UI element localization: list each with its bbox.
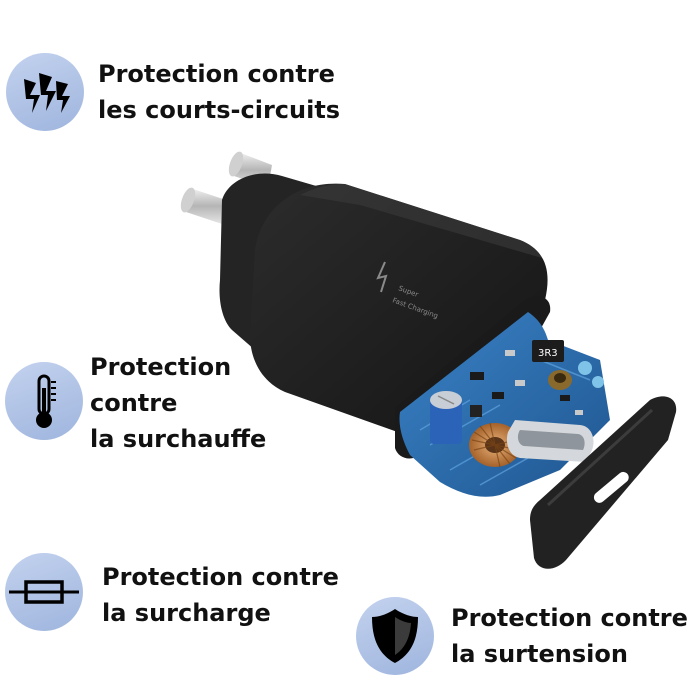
short-circuit-label-line1: Protection contre bbox=[98, 60, 335, 88]
overheat-label-line3: la surchauffe bbox=[90, 425, 267, 453]
bolt-logo-icon bbox=[376, 261, 388, 293]
overload-label: Protection contre la surcharge bbox=[102, 559, 339, 631]
chip-label: 3R3 bbox=[538, 348, 558, 359]
lightning-bolts-icon bbox=[6, 53, 84, 131]
thermometer-icon bbox=[5, 362, 83, 440]
overload-label-line2: la surcharge bbox=[102, 599, 271, 627]
short-circuit-label-line2: les courts-circuits bbox=[98, 96, 341, 124]
overheat-label-line2: contre bbox=[90, 389, 178, 417]
overvoltage-label-line1: Protection contre bbox=[451, 604, 688, 632]
inductor-chip bbox=[532, 340, 564, 362]
overload-label-line1: Protection contre bbox=[102, 563, 339, 591]
short-circuit-label: Protection contre les courts-circuits bbox=[98, 56, 340, 128]
overheat-label: Protection contre la surchauffe bbox=[90, 349, 266, 457]
fuse-icon bbox=[5, 553, 83, 631]
overvoltage-label: Protection contre la surtension bbox=[451, 600, 688, 672]
circuit-board: 3R3 bbox=[399, 312, 610, 497]
usb-c-end-cap bbox=[530, 396, 677, 569]
overheat-label-line1: Protection bbox=[90, 353, 232, 381]
capacitor bbox=[430, 391, 462, 444]
shield-icon bbox=[356, 597, 434, 675]
usb-c-port bbox=[506, 420, 594, 462]
overvoltage-label-line2: la surtension bbox=[451, 640, 628, 668]
